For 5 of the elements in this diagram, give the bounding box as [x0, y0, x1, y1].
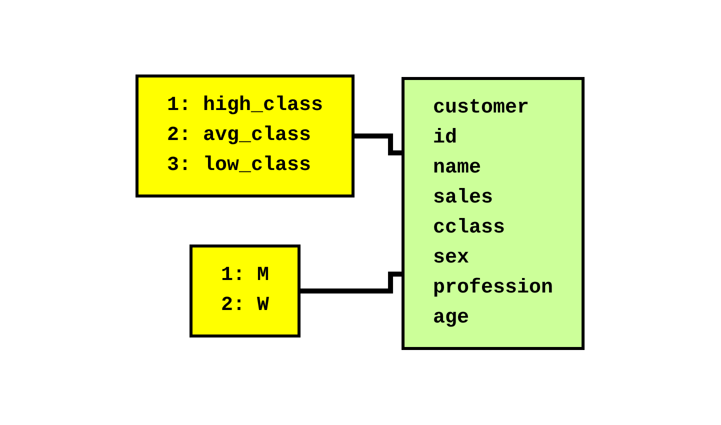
node-box: 1: high_class 2: avg_class 3: low_class	[136, 74, 355, 198]
connector	[300, 272, 404, 294]
node-box: 1: M 2: W	[190, 244, 301, 338]
connector	[354, 134, 404, 156]
node-box: customer id name sales cclass sex profession age	[402, 77, 586, 350]
